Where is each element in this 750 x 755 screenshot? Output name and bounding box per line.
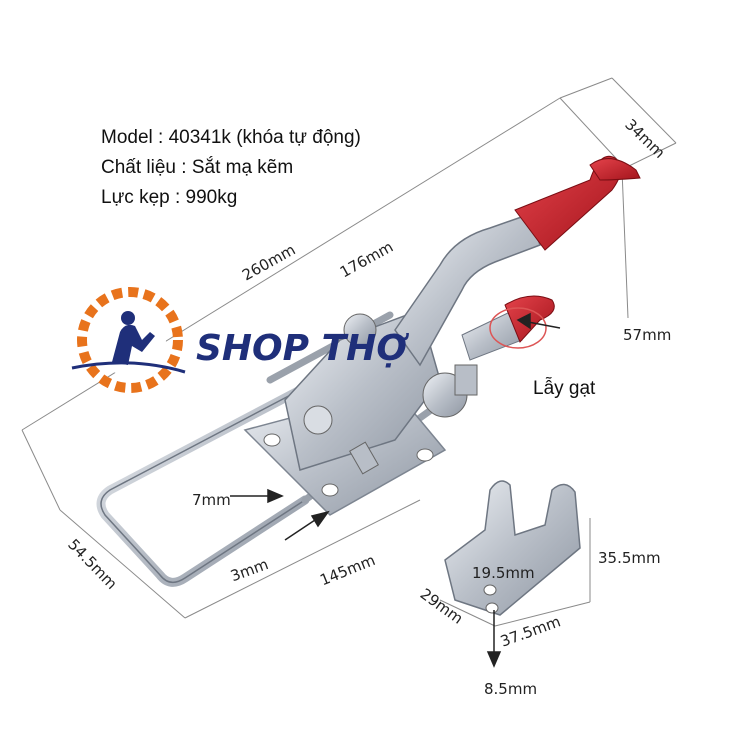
dimension-lines [21, 77, 677, 627]
clamp-body [284, 309, 478, 475]
dim-176: 176mm [337, 238, 396, 282]
dim-57: 57mm [623, 326, 671, 344]
dim-35-5: 35.5mm [598, 549, 661, 567]
dim-19-5: 19.5mm [472, 564, 535, 582]
spec-force: Lực kẹp : 990kg [101, 187, 238, 208]
lever-arm [394, 155, 641, 367]
catch-plate [444, 480, 581, 616]
worker-icon [112, 324, 155, 365]
dim-145: 145mm [317, 551, 377, 589]
lever-label: Lẫy gạt [533, 378, 596, 399]
u-bolt-loop [96, 385, 310, 587]
dim-37-5: 37.5mm [498, 612, 563, 650]
brand-name: SHOP THỢ [196, 328, 409, 369]
dim-34: 34mm [621, 115, 668, 162]
dim-7: 7mm [192, 491, 231, 509]
spec-model: Model : 40341k (khóa tự động) [101, 127, 361, 148]
dim-8-5: 8.5mm [484, 680, 537, 698]
dim-54-5: 54.5mm [64, 535, 120, 593]
spec-material: Chất liệu : Sắt mạ kẽm [101, 157, 294, 178]
shop-logo: SHOP THỢ [71, 287, 409, 393]
pointer-arrows [230, 312, 561, 668]
trigger-lever [461, 295, 555, 361]
dim-3: 3mm [228, 555, 271, 585]
